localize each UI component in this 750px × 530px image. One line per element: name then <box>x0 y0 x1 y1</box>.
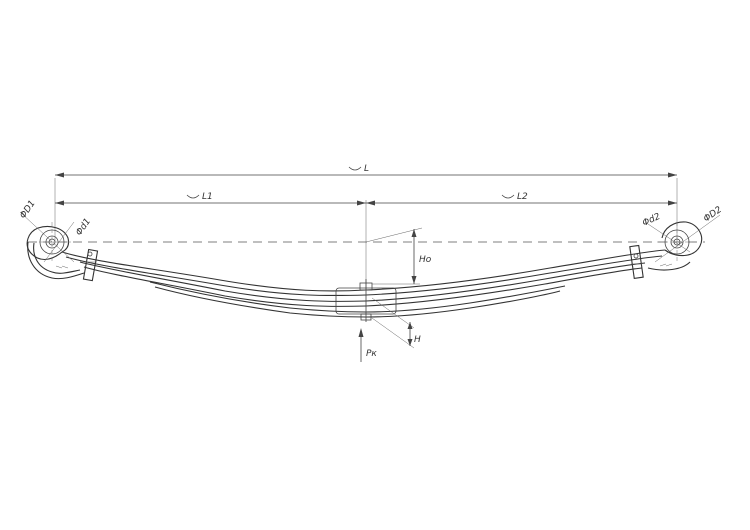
arc-length-symbol <box>501 194 515 199</box>
label-ho: Ho <box>419 255 432 265</box>
dimension-l: L <box>54 164 678 242</box>
rear-rebound-clip <box>629 244 644 280</box>
eye-outer-loop <box>26 225 70 261</box>
arrow-head <box>668 172 677 178</box>
label-d1-outer: ΦD1 <box>18 199 38 221</box>
wrapper-leaf-outer <box>27 241 85 280</box>
load-arrow: Рк <box>358 328 377 362</box>
label-l1: L1 <box>202 192 213 202</box>
h-extension-top <box>371 297 415 329</box>
arrow-head <box>407 339 413 346</box>
center-bolt <box>335 279 397 322</box>
label-h: H <box>414 335 421 345</box>
front-eye: ΦD1 Φd1 <box>18 199 93 280</box>
center-pad <box>335 287 397 315</box>
front-rebound-clip <box>82 248 99 282</box>
wrapper-leaf <box>33 242 81 274</box>
arrow-head <box>411 229 417 237</box>
hatch-marks <box>659 263 673 267</box>
leader-d2-inner <box>644 221 691 253</box>
spring-leaves <box>61 249 666 318</box>
rear-eye: ΦD2 Φd2 <box>641 205 724 271</box>
arrow-head <box>357 200 366 206</box>
hatch-marks <box>55 265 69 269</box>
arrow-head <box>366 200 375 206</box>
label-l: L <box>364 164 369 174</box>
clip-rivet <box>87 251 93 257</box>
clip-rivet <box>633 253 639 259</box>
label-l2: L2 <box>517 192 528 202</box>
label-d2-outer: ΦD2 <box>702 205 724 225</box>
dimension-h: H <box>371 297 421 349</box>
label-d1-inner: Φd1 <box>74 217 93 238</box>
arc-length-symbol <box>348 166 362 171</box>
eye-outer-loop <box>661 221 703 257</box>
leader-d1-inner <box>43 221 75 263</box>
clip-body <box>82 248 99 282</box>
load-arrow-head <box>358 328 364 337</box>
main-leaf-top <box>61 249 666 292</box>
wrapper-leaf <box>647 261 691 271</box>
clip-body <box>629 244 644 280</box>
arc-length-symbol <box>186 194 200 199</box>
dimension-ho: Ho <box>365 227 432 285</box>
arrow-head <box>411 276 417 284</box>
dimension-l1-l2: L1 L2 <box>55 192 677 290</box>
label-pk: Рк <box>366 349 377 359</box>
ho-extension-top <box>365 227 423 243</box>
arrow-head <box>55 200 64 206</box>
leader-d1 <box>19 211 75 263</box>
arrow-head <box>55 172 64 178</box>
h-extension-bottom <box>371 317 415 349</box>
arrow-head <box>407 322 413 329</box>
leader-d2 <box>654 214 721 263</box>
arrow-head <box>668 200 677 206</box>
